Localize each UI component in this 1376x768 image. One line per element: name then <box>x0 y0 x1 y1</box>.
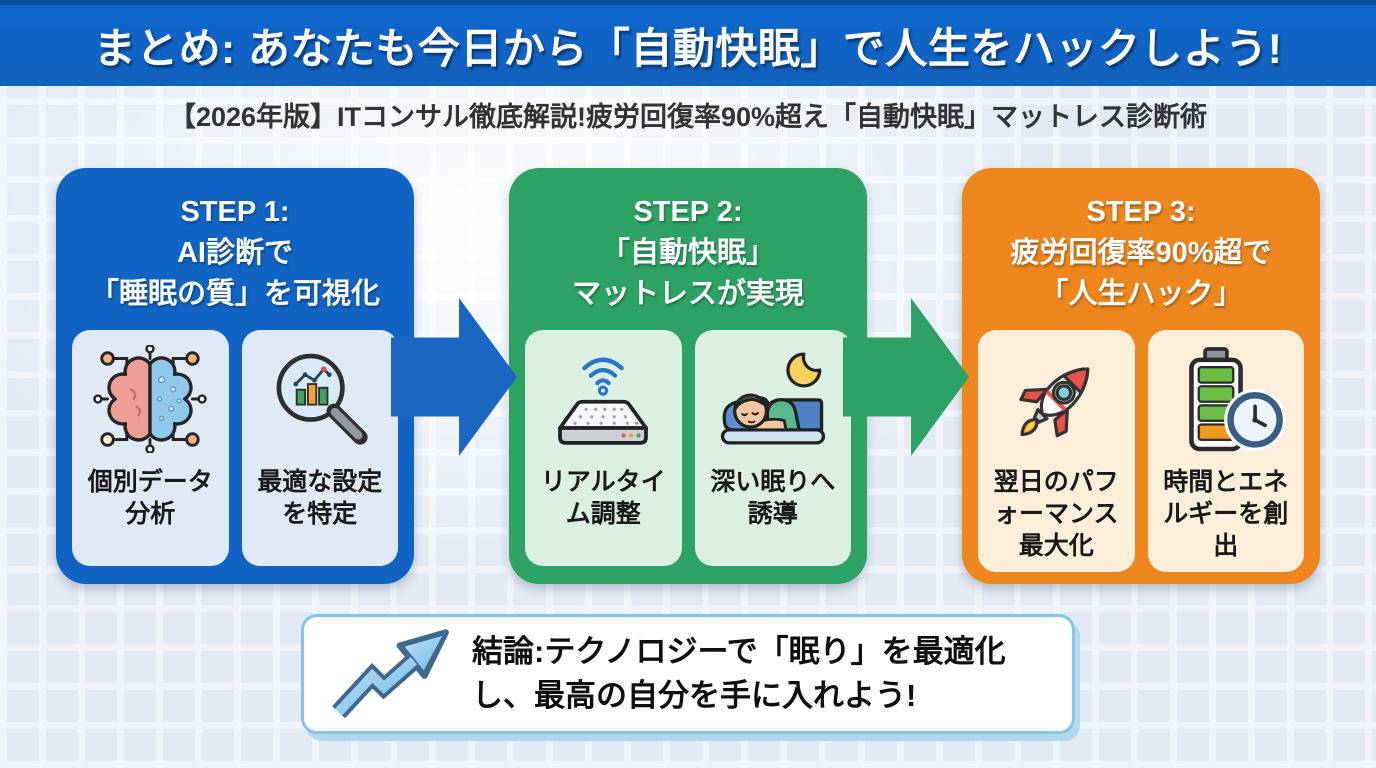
subcard-realtime-adjust: リアルタイ ム調整 <box>525 330 682 566</box>
sleeping-person-moon-icon <box>720 352 825 445</box>
step-title-line: 「睡眠の質」を可視化 <box>89 278 380 310</box>
subcard-label: 翌日のパフ ォーマンス 最大化 <box>993 468 1119 560</box>
subcard-label: リアルタイ ム調整 <box>540 468 666 528</box>
subcard-optimal-setting: 最適な設定 を特定 <box>241 330 398 566</box>
steps-row: STEP 1: AI診断で 「睡眠の質」を可視化 <box>0 168 1376 584</box>
step-title-line: 「自動快眠」 <box>600 237 775 269</box>
step-card-2: STEP 2: 「自動快眠」 マットレスが実現 <box>509 168 867 584</box>
step-title-line: AI診断で <box>176 237 293 269</box>
step-title-line: 疲労回復率90%超で <box>1010 237 1272 269</box>
subcard-label: 時間とエネ ルギーを創 出 <box>1163 468 1289 560</box>
step3-title: STEP 3: 疲労回復率90%超で 「人生ハック」 <box>978 192 1304 315</box>
subcard-deep-sleep: 深い眠りへ 誘導 <box>694 330 851 566</box>
subcard-label: 深い眠りへ 誘導 <box>710 468 836 528</box>
subcard-time-energy: 時間とエネ ルギーを創 出 <box>1147 330 1304 572</box>
conclusion-text: 結論:テクノロジーで「眠り」を最適化 し、最高の自分を手に入れよう! <box>472 634 1006 713</box>
subcard-label: 最適な設定 を特定 <box>257 468 383 528</box>
smart-mattress-wifi-icon <box>558 357 649 445</box>
magnifier-chart-icon <box>276 353 368 445</box>
subcard-label: 個別データ 分析 <box>87 468 213 528</box>
step-title-line: マットレスが実現 <box>571 278 804 310</box>
rocket-icon <box>1019 367 1090 438</box>
step-card-3: STEP 3: 疲労回復率90%超で 「人生ハック」 <box>962 168 1320 584</box>
subcard-performance: 翌日のパフ ォーマンス 最大化 <box>978 330 1135 572</box>
step2-subcards: リアルタイ ム調整 <box>525 330 851 566</box>
title-banner: まとめ: あなたも今日から「自動快眠」で人生をハックしよう! <box>0 0 1376 86</box>
page-title: まとめ: あなたも今日から「自動快眠」で人生をハックしよう! <box>93 25 1283 72</box>
ai-brain-icon <box>93 345 207 453</box>
subcard-data-analysis: 個別データ 分析 <box>72 330 229 566</box>
step-title-line: STEP 1: <box>180 196 290 228</box>
step2-title: STEP 2: 「自動快眠」 マットレスが実現 <box>525 192 851 315</box>
step1-subcards: 個別データ 分析 <box>72 330 398 566</box>
battery-clock-icon <box>1188 347 1286 452</box>
step3-subcards: 翌日のパフ ォーマンス 最大化 <box>978 330 1304 572</box>
trending-up-arrow-icon <box>332 629 449 719</box>
step-card-1: STEP 1: AI診断で 「睡眠の質」を可視化 <box>56 168 414 584</box>
step-title-line: 「人生ハック」 <box>1039 278 1243 310</box>
conclusion-box: 結論:テクノロジーで「眠り」を最適化 し、最高の自分を手に入れよう! <box>301 614 1075 734</box>
step-title-line: STEP 2: <box>633 196 743 228</box>
step-title-line: STEP 3: <box>1086 196 1196 228</box>
step1-title: STEP 1: AI診断で 「睡眠の質」を可視化 <box>72 192 398 315</box>
page-subtitle: 【2026年版】ITコンサル徹底解説!疲労回復率90%超え「自動快眠」マットレス… <box>168 102 1208 132</box>
